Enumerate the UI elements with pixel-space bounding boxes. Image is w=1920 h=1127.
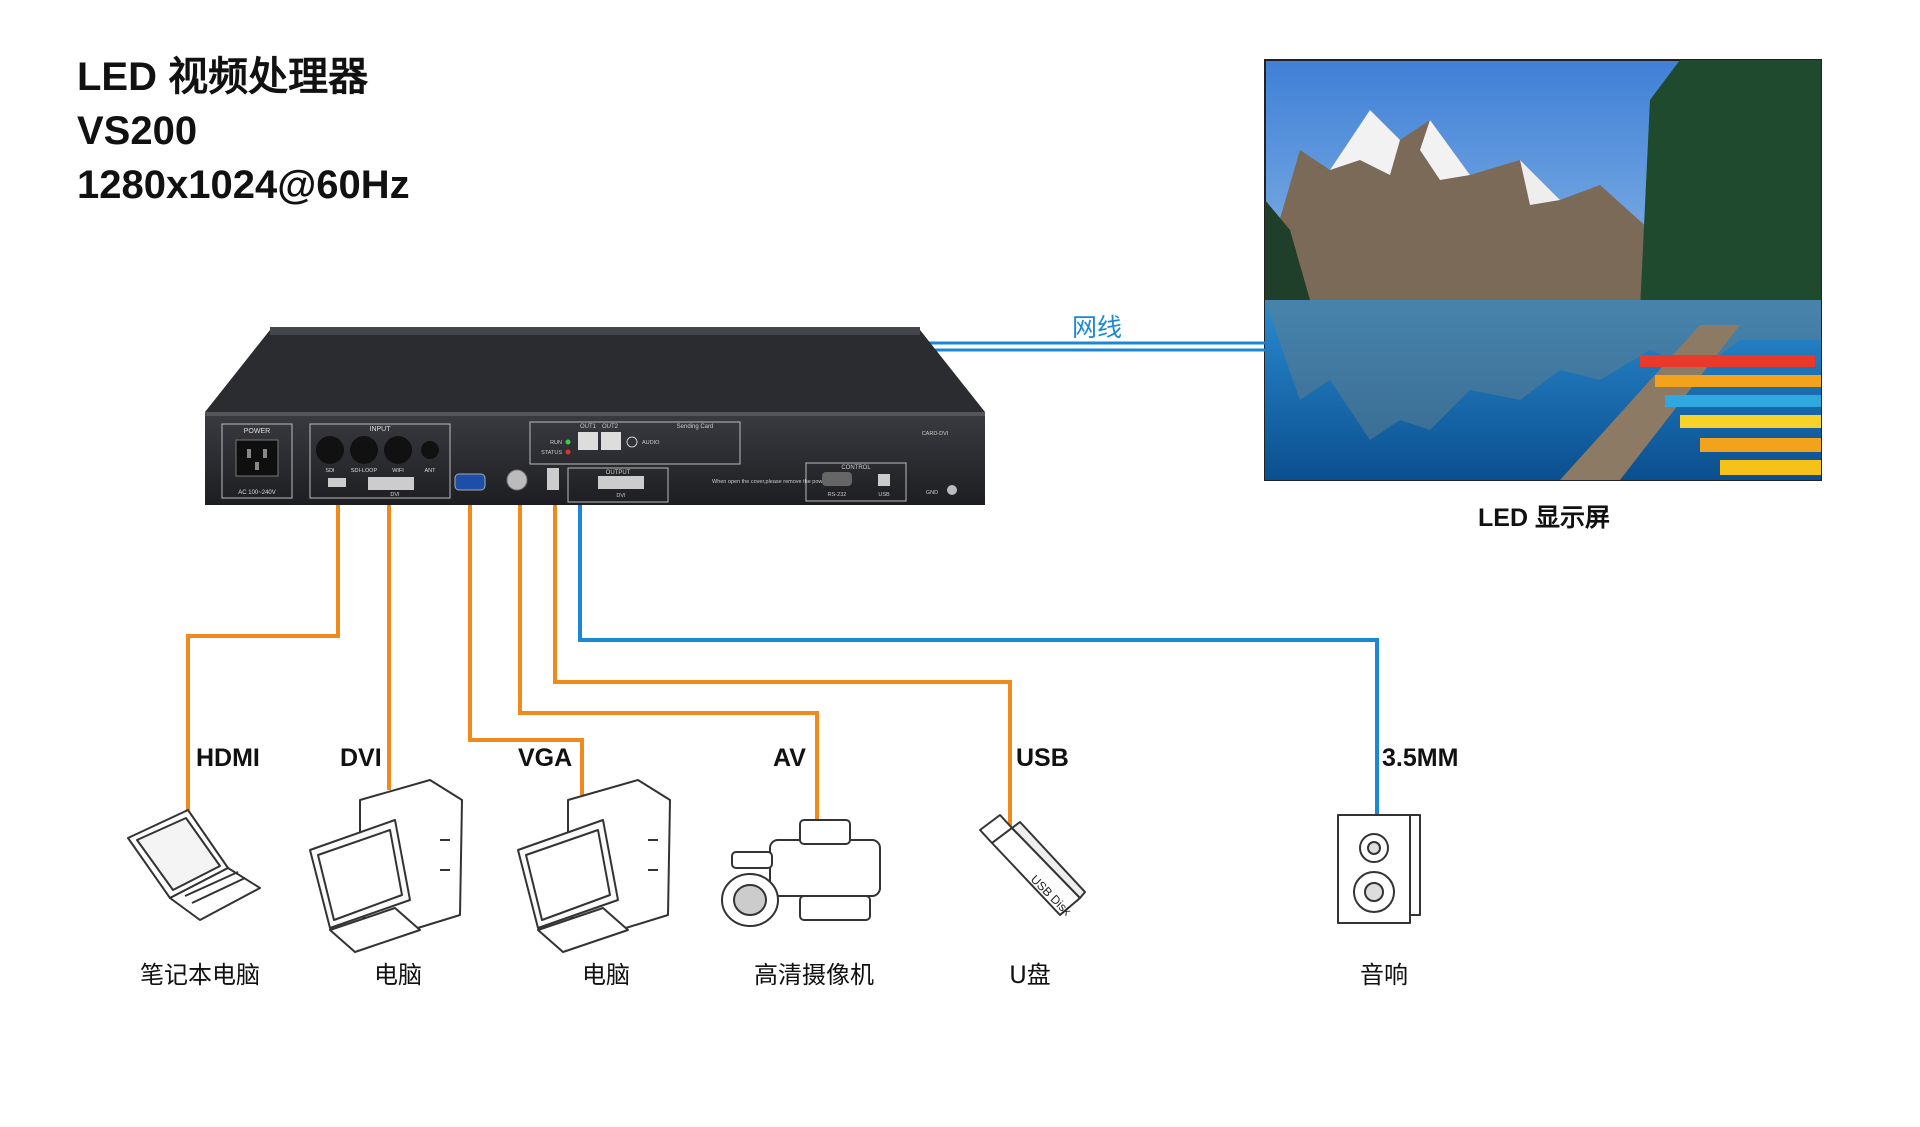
led-display-label: LED 显示屏 xyxy=(1478,504,1610,532)
svg-text:WIFI: WIFI xyxy=(392,468,404,474)
output-panel: OUTPUT DVI xyxy=(567,467,669,503)
hdmi-cable xyxy=(186,493,340,810)
svg-text:SDI: SDI xyxy=(325,468,335,474)
desktop-caption-1: 电脑 xyxy=(374,961,422,989)
camcorder-icon xyxy=(721,819,881,927)
speaker-caption: 音响 xyxy=(1360,961,1408,989)
desktop-caption-2: 电脑 xyxy=(582,961,630,989)
usb-label: USB xyxy=(1016,744,1069,772)
svg-text:GND: GND xyxy=(926,490,938,496)
svg-text:CARD-DVI: CARD-DVI xyxy=(922,431,949,437)
laptop-caption: 笔记本电脑 xyxy=(140,961,260,989)
svg-text:POWER: POWER xyxy=(244,428,270,435)
svg-text:OUT2: OUT2 xyxy=(602,424,619,430)
hdmi-label: HDMI xyxy=(196,744,260,772)
svg-text:ANT: ANT xyxy=(425,468,437,474)
title-block: LED 视频处理器 VS200 1280x1024@60Hz xyxy=(77,50,410,212)
led-display xyxy=(1264,59,1822,481)
svg-text:OUTPUT: OUTPUT xyxy=(606,470,631,476)
usb-drive-caption: U盘 xyxy=(1009,961,1051,989)
svg-text:AUDIO: AUDIO xyxy=(642,440,660,446)
speaker-icon xyxy=(1337,814,1421,924)
control-panel: CONTROL RS-232 USB xyxy=(805,462,907,502)
usb-drive-icon: USB Disk xyxy=(979,814,1086,919)
svg-text:RUN: RUN xyxy=(550,440,562,446)
svg-text:OUT1: OUT1 xyxy=(580,424,597,430)
sending-card-panel: Sending Card OUT1 OUT2 RUN STATUS AUDIO … xyxy=(529,421,949,465)
vga-port xyxy=(454,473,486,491)
vga-cable xyxy=(468,493,584,795)
desktop-computer-icon xyxy=(309,779,463,953)
av-label: AV xyxy=(773,744,806,772)
laptop-icon xyxy=(127,809,261,921)
svg-text:AC 100~240V: AC 100~240V xyxy=(238,490,276,496)
dvi-label: DVI xyxy=(340,744,382,772)
video-processor: POWER AC 100~240V INPUT SDI SDI-LOOP WIF… xyxy=(205,327,985,505)
svg-text:DVI: DVI xyxy=(616,493,626,499)
audio-cable xyxy=(578,493,1379,815)
desktop-computer-icon xyxy=(517,779,671,953)
vga-label: VGA xyxy=(518,744,573,772)
input-panel: INPUT SDI SDI-LOOP WIFI ANT DVI xyxy=(309,423,451,499)
svg-text:Sending Card: Sending Card xyxy=(677,424,714,430)
network-cable-label: 网线 xyxy=(1072,314,1123,342)
usb-port xyxy=(547,468,559,490)
av-port xyxy=(506,469,528,491)
svg-text:SDI-LOOP: SDI-LOOP xyxy=(351,468,378,474)
power-panel: POWER AC 100~240V xyxy=(221,423,293,499)
title-resolution: 1280x1024@60Hz xyxy=(77,163,410,207)
title-product: LED 视频处理器 xyxy=(77,55,369,99)
gnd-terminal xyxy=(947,485,957,495)
svg-text:STATUS: STATUS xyxy=(541,450,562,456)
svg-text:CONTROL: CONTROL xyxy=(841,465,871,471)
audio-jack-label: 3.5MM xyxy=(1382,744,1459,772)
svg-text:RS-232: RS-232 xyxy=(828,492,847,498)
camcorder-caption: 高清摄像机 xyxy=(754,961,874,989)
svg-text:INPUT: INPUT xyxy=(370,426,392,433)
svg-text:DVI: DVI xyxy=(390,492,400,498)
title-model: VS200 xyxy=(77,109,198,153)
svg-text:USB: USB xyxy=(878,492,890,498)
usb-cable xyxy=(553,493,1012,830)
cover-notice: When open the cover,please remove the po… xyxy=(712,479,848,485)
av-cable xyxy=(518,493,819,825)
